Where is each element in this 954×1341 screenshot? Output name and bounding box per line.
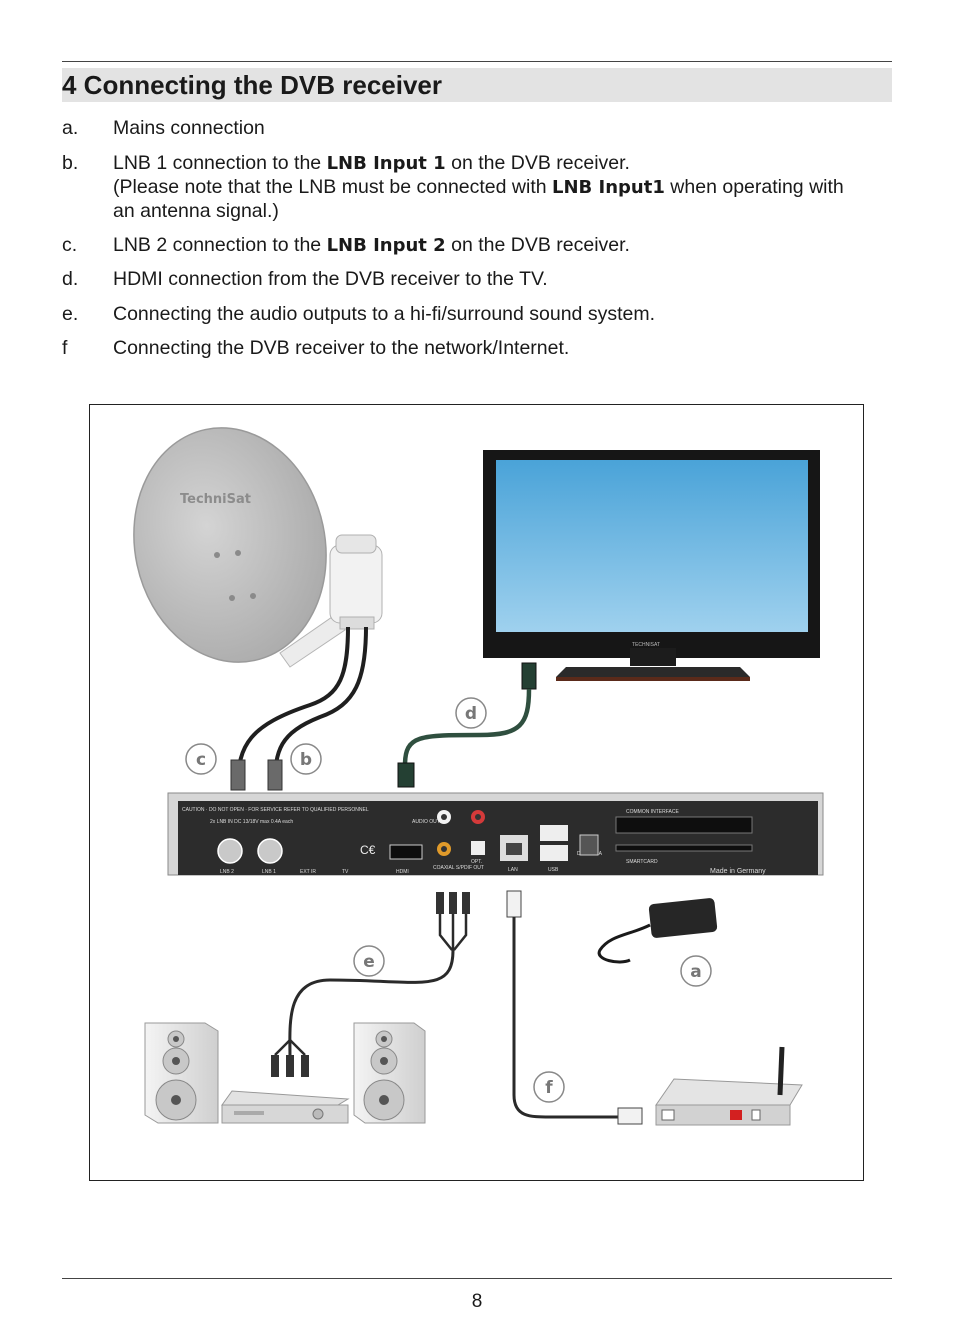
callout-f: f (533, 1071, 565, 1103)
svg-text:Made in Germany: Made in Germany (710, 868, 766, 875)
svg-text:f: f (545, 1078, 553, 1098)
item-text: LNB 2 connection to the LNB Input 2 on t… (113, 234, 630, 256)
left-speaker (144, 1022, 219, 1124)
svg-text:EXT IR: EXT IR (300, 869, 316, 875)
item-text: (Please note that the LNB must be connec… (113, 176, 844, 198)
svg-text:2x LNB IN DC 13/18V max 0.4A e: 2x LNB IN DC 13/18V max 0.4A each (210, 819, 293, 825)
svg-text:LNB 1: LNB 1 (262, 869, 276, 875)
dvb-receiver-back-panel: CAUTION · DO NOT OPEN · FOR SERVICE REFE… (167, 792, 824, 876)
item-marker: d. (62, 268, 79, 290)
tv: TECHNISAT (483, 450, 820, 681)
item-text: HDMI connection from the DVB receiver to… (113, 268, 548, 290)
dish-brand-logo: TechniSat (180, 492, 251, 507)
item-text: an antenna signal.) (113, 200, 279, 222)
item-text: LNB 1 connection to the LNB Input 1 on t… (113, 152, 630, 174)
lnb-cables (236, 626, 368, 786)
svg-text:COMMON INTERFACE: COMMON INTERFACE (626, 809, 679, 815)
svg-text:C€: C€ (360, 843, 376, 857)
svg-text:HDMI: HDMI (396, 869, 409, 875)
top-rule (62, 61, 892, 62)
hdmi-cable (397, 662, 537, 788)
lan-cable (506, 890, 643, 1125)
lnb-input-1-label: LNB Input 1 (326, 153, 446, 174)
svg-text:c: c (196, 750, 206, 770)
svg-text:d: d (465, 704, 477, 724)
lnb1-connector (267, 759, 283, 791)
bottom-rule (62, 1278, 892, 1279)
callouts: a b c d e f (185, 697, 712, 1103)
svg-text:COAXIAL S/PDIF OUT: COAXIAL S/PDIF OUT (433, 865, 484, 871)
svg-text:AUDIO OUT: AUDIO OUT (412, 819, 440, 825)
page-heading: 4 Connecting the DVB receiver (62, 70, 442, 100)
callout-b: b (290, 743, 322, 775)
svg-text:TV: TV (342, 869, 349, 875)
callout-e: e (353, 945, 385, 977)
callout-d: d (455, 697, 487, 729)
item-marker: c. (62, 234, 78, 256)
power-adapter (597, 898, 718, 964)
satellite-dish: TechniSat (133, 427, 383, 668)
item-text: Mains connection (113, 117, 265, 139)
item-marker: a. (62, 117, 79, 139)
right-speaker (353, 1022, 426, 1124)
svg-text:CAUTION · DO NOT OPEN · FOR SE: CAUTION · DO NOT OPEN · FOR SERVICE REFE… (182, 807, 369, 813)
svg-text:b: b (300, 750, 312, 770)
svg-text:USB: USB (548, 867, 559, 873)
item-marker: b. (62, 152, 79, 174)
svg-text:TECHNISAT: TECHNISAT (632, 642, 660, 648)
item-marker: f (62, 337, 68, 359)
hifi-amplifier (221, 1090, 350, 1124)
svg-text:e: e (363, 952, 375, 972)
callout-c: c (185, 743, 217, 775)
lnb-input1-label: LNB Input1 (552, 177, 665, 198)
callout-a: a (680, 955, 712, 987)
item-text: Connecting the DVB receiver to the netwo… (113, 337, 570, 359)
item-text: Connecting the audio outputs to a hi-fi/… (113, 303, 655, 325)
svg-text:LAN: LAN (508, 867, 518, 873)
heading-bar: 4 Connecting the DVB receiver (62, 68, 892, 102)
item-marker: e. (62, 303, 79, 325)
svg-text:SMARTCARD: SMARTCARD (626, 859, 658, 865)
network-router (655, 1046, 803, 1126)
page-number: 8 (471, 1291, 483, 1312)
svg-text:LNB 2: LNB 2 (220, 869, 234, 875)
svg-text:a: a (690, 962, 701, 982)
audio-cable (271, 892, 470, 1077)
connection-diagram-frame: TechniSat TECHNISAT CAUTION · DO NOT OPE… (89, 404, 864, 1181)
svg-text:OPT.: OPT. (471, 859, 482, 865)
lnb-input-2-label: LNB Input 2 (326, 235, 446, 256)
connection-diagram: TechniSat TECHNISAT CAUTION · DO NOT OPE… (133, 427, 824, 1126)
lnb2-connector (230, 759, 246, 791)
